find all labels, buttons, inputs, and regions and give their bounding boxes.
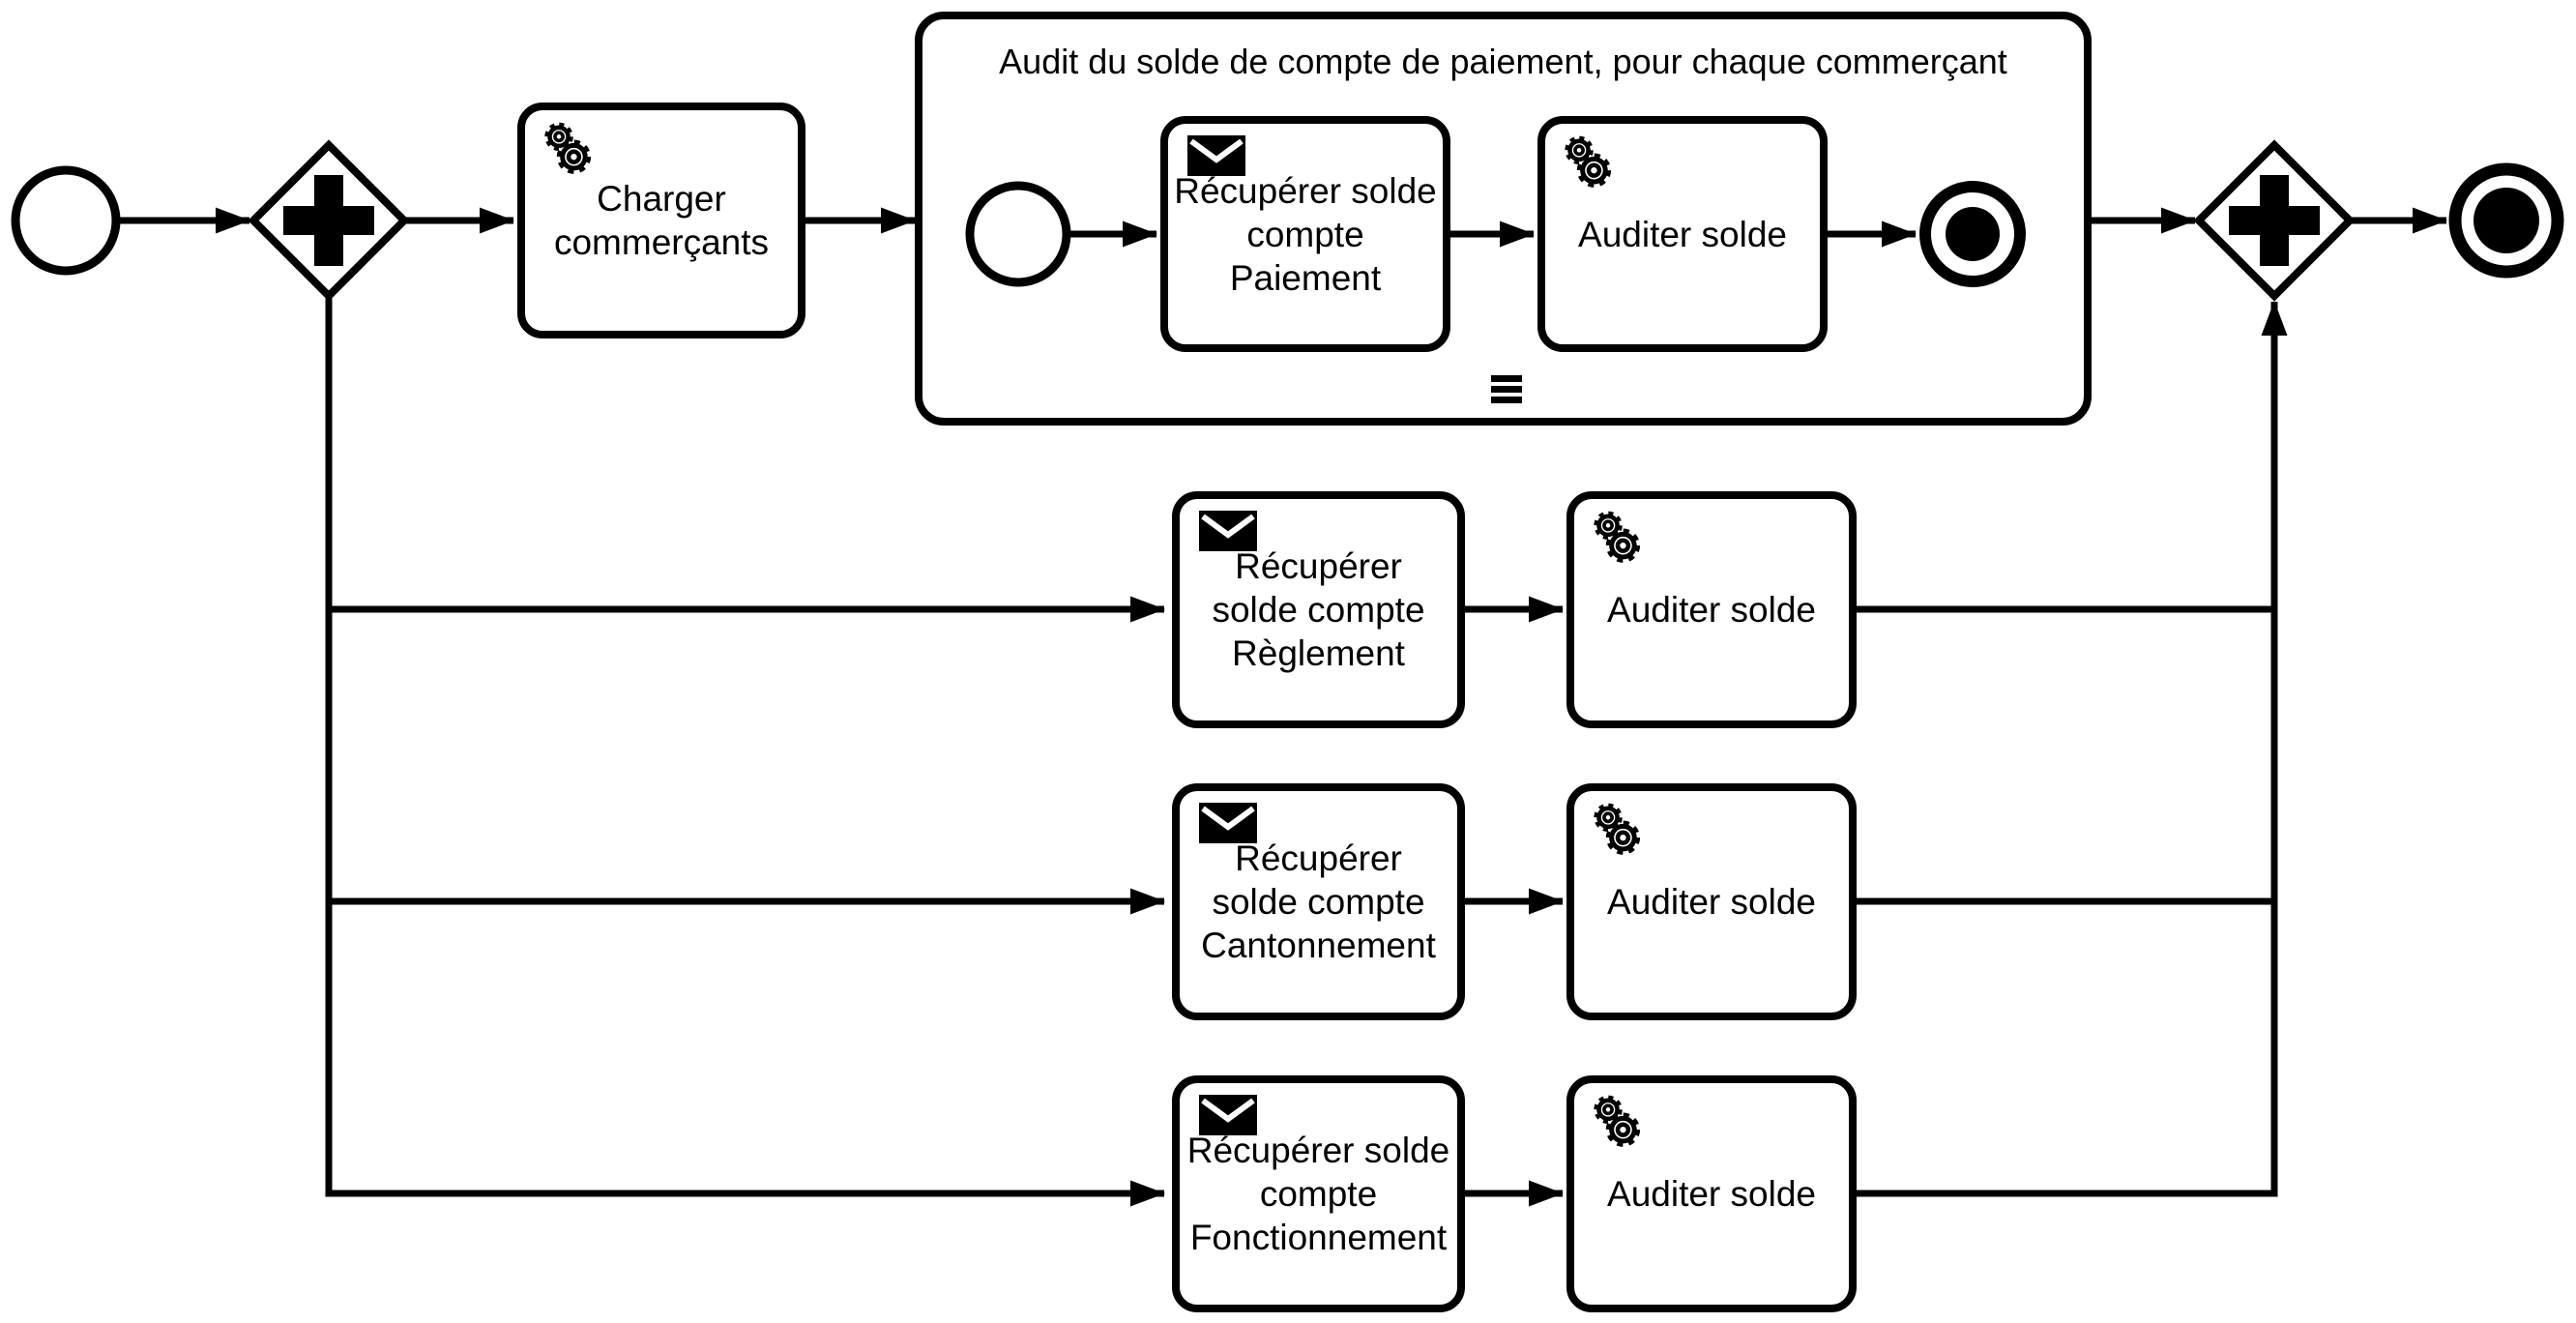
task-label: Récupérer solde compte Règlement [1212,546,1425,673]
flow-split-to-recuperer-fonctionnement[interactable] [325,296,1165,1207]
message-envelope-icon [1187,135,1245,176]
task-recuperer-solde-fonctionnement[interactable]: Récupérer solde compte Fonctionnement [1172,1075,1465,1312]
flow-auditer-fonctionnement-to-join[interactable] [1857,301,2288,1197]
task-auditer-solde-fonctionnement[interactable]: Auditer solde [1566,1075,1857,1312]
message-envelope-icon [1199,803,1257,843]
service-gears-icon [1590,1093,1646,1151]
message-envelope-icon [1199,1095,1257,1135]
task-label: Récupérer solde compte Fonctionnement [1186,1131,1450,1257]
plus-icon [2260,175,2289,266]
message-envelope-icon [1199,511,1257,551]
task-label: Auditer solde [1578,214,1787,254]
task-auditer-solde-cantonnement[interactable]: Auditer solde [1566,783,1857,1020]
service-gears-icon [541,120,597,178]
task-label: Récupérer solde compte Paiement [1174,170,1437,298]
plus-icon [283,206,374,235]
task-label: Récupérer solde compte Cantonnement [1201,838,1436,965]
task-label: Auditer solde [1607,882,1816,922]
service-gears-icon [1561,133,1617,191]
parallel-gateway-split[interactable] [248,139,410,302]
task-auditer-solde-subprocess[interactable]: Auditer solde [1537,116,1828,352]
service-gears-icon [1590,801,1646,859]
task-recuperer-solde-paiement[interactable]: Récupérer solde compte Paiement [1160,116,1450,352]
task-recuperer-solde-cantonnement[interactable]: Récupérer solde compte Cantonnement [1172,783,1465,1020]
task-label: Auditer solde [1607,1174,1816,1214]
parallel-gateway-join[interactable] [2193,139,2356,302]
service-gears-icon [1590,509,1646,567]
task-label: Auditer solde [1607,590,1816,630]
start-event[interactable] [11,165,121,276]
plus-icon [2229,206,2320,235]
task-charger-commercants[interactable]: Charger commerçants [517,103,805,338]
subprocess-title: Audit du solde de compte de paiement, po… [999,42,2007,81]
subprocess-audit-solde[interactable]: Audit du solde de compte de paiement, po… [915,12,2092,426]
task-label: Charger commerçants [553,179,770,262]
plus-icon [314,175,343,266]
task-auditer-solde-reglement[interactable]: Auditer solde [1566,491,1857,728]
task-recuperer-solde-reglement[interactable]: Récupérer solde compte Règlement [1172,491,1465,728]
end-event[interactable] [2448,162,2564,279]
